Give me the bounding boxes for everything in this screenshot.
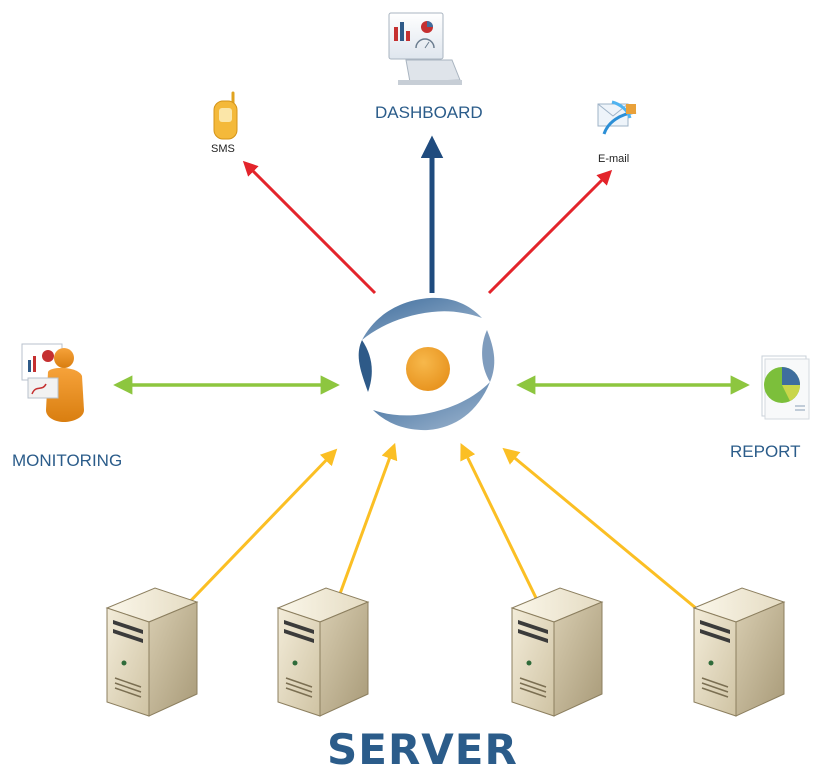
server-title: SERVER <box>327 725 518 774</box>
dashboard-label: DASHBOARD <box>375 103 483 122</box>
eye-logo-icon <box>358 297 495 431</box>
monitoring-label: MONITORING <box>12 451 123 470</box>
sms-label: SMS <box>211 143 235 155</box>
person-monitoring-icon <box>21 343 84 422</box>
server-tower-icon <box>105 587 199 717</box>
email-arrow <box>487 169 613 295</box>
server-tower-icon <box>510 587 604 717</box>
report-document-icon <box>761 355 810 420</box>
email-icon <box>597 100 637 135</box>
monitor-dashboard-icon <box>388 12 462 85</box>
server-tower-icon <box>692 587 786 717</box>
server-tower-icon <box>276 587 370 717</box>
email-label: E-mail <box>598 153 630 165</box>
mobile-phone-icon <box>213 91 238 140</box>
sms-arrow <box>242 160 377 295</box>
report-label: REPORT <box>730 442 801 461</box>
